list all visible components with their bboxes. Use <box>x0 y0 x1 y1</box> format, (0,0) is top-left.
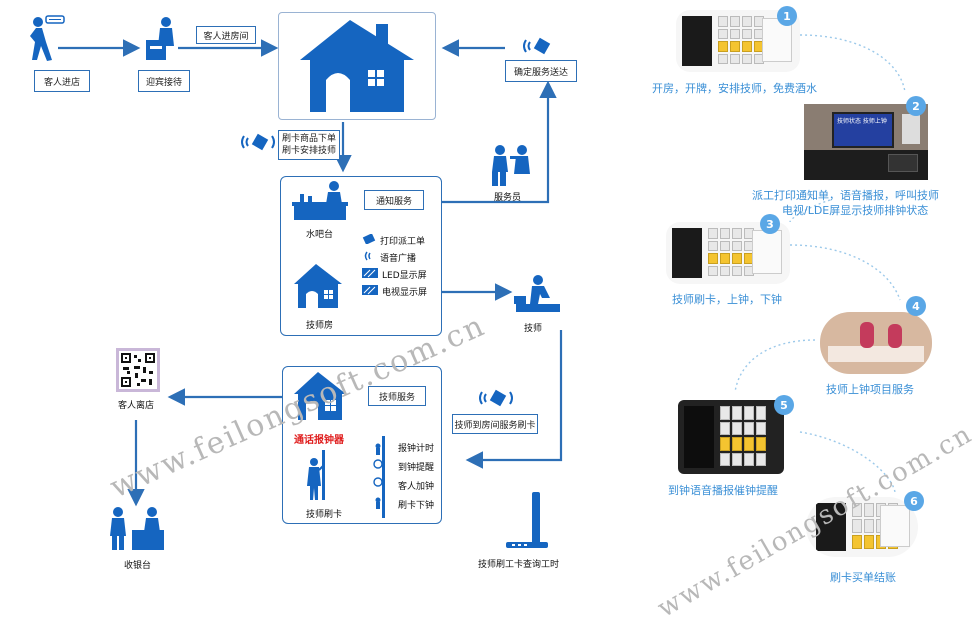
step-caption: 技师刷卡，上钟，下钟 <box>672 293 782 306</box>
cashier-icon <box>110 507 164 550</box>
main-house-frame <box>278 12 436 120</box>
bed <box>828 346 924 362</box>
guest-into-room-label: 客人进房间 <box>203 31 249 42</box>
tech-item-swipe-off: 刷卡下钟 <box>398 501 435 511</box>
step-caption: 到钟语音播报催钟提醒 <box>668 484 778 497</box>
step-badge: 5 <box>774 395 794 415</box>
qr-code-pattern <box>119 351 157 389</box>
voice-icon <box>364 251 371 261</box>
tv-screen-text: 技师状态 技师上钟 <box>837 118 887 125</box>
swipe-order-line2: 刷卡安排技师 <box>281 146 336 156</box>
guest-into-room-box: 客人进房间 <box>196 26 256 44</box>
print-icon <box>362 234 376 244</box>
step-caption: 开房，开牌，安排技师，免费酒水 <box>652 82 817 95</box>
tech-room-label: 技师房 <box>306 321 334 331</box>
technician-icon <box>514 275 560 312</box>
notify-service-box: 通知服务 <box>364 190 424 210</box>
guest-enter-label: 客人进店 <box>43 77 80 88</box>
reception-desk-icon <box>146 17 174 60</box>
tech-items-bracket <box>373 436 385 518</box>
step-caption: 技师上钟项目服务 <box>826 383 914 396</box>
tech-swipe-person-icon <box>307 450 325 500</box>
action-voice-label: 语音广播 <box>380 254 417 264</box>
confirm-service-box: 确定服务送达 <box>505 60 577 82</box>
step-caption: 电视/LDE屏显示技师排钟状态 <box>782 204 929 217</box>
led-screen-icon <box>362 268 378 278</box>
therapist <box>888 324 902 348</box>
tv-room-image: 技师状态 技师上钟 <box>804 104 928 180</box>
tech-swipe-label: 技师刷卡 <box>306 510 343 520</box>
wall-tv-screen: 技师状态 技师上钟 <box>832 112 894 148</box>
bar-label: 水吧台 <box>306 230 334 240</box>
tech-query-label: 技师刷工卡查询工时 <box>478 560 560 570</box>
step-caption: 派工打印通知单，语音播报，呼叫技师 <box>752 189 939 202</box>
cashier-label: 收银台 <box>124 561 152 571</box>
guest-walking-icon <box>30 15 65 61</box>
card-wave-icon <box>479 389 513 407</box>
terminal-device-image <box>806 497 918 557</box>
tech-item-reminder: 到钟提醒 <box>398 463 435 473</box>
action-led-label: LED显示屏 <box>382 271 427 281</box>
technician-label: 技师 <box>524 324 543 334</box>
phone-report-device-label: 通话报钟器 <box>294 435 344 446</box>
step-badge: 2 <box>906 96 926 116</box>
house-icon <box>300 20 414 112</box>
action-tv-label: 电视显示屏 <box>382 288 428 298</box>
card-wave-icon <box>523 37 551 55</box>
reception-label: 迎宾接待 <box>145 77 182 88</box>
tech-service-house-icon <box>294 372 346 420</box>
confirm-service-label: 确定服务送达 <box>513 67 568 78</box>
tv-screen-icon <box>362 285 378 295</box>
kiosk-icon <box>506 492 548 548</box>
waiter-icon <box>492 145 530 186</box>
step-caption: 刷卡买单结账 <box>830 571 896 584</box>
terminal-device-image <box>666 222 790 284</box>
tech-room-house-icon <box>294 264 342 308</box>
guest-enter-box: 客人进店 <box>34 70 90 92</box>
bar-counter-icon <box>292 181 348 220</box>
massage-room-image <box>820 312 932 374</box>
qr-code <box>116 348 160 392</box>
tech-service-label: 技师服务 <box>378 392 415 403</box>
step-badge: 6 <box>904 491 924 511</box>
swipe-order-line1: 刷卡商品下单 <box>281 134 336 144</box>
tech-item-extend: 客人加钟 <box>398 482 435 492</box>
therapist <box>860 322 874 348</box>
tech-room-swipe-label: 技师到房间服务刷卡 <box>454 420 536 431</box>
terminal-device-image <box>678 400 784 474</box>
step-badge: 1 <box>777 6 797 26</box>
printer <box>888 154 918 172</box>
step-badge: 3 <box>760 214 780 234</box>
tech-item-timing: 报钟计时 <box>398 444 435 454</box>
card-wave-icon <box>241 133 275 151</box>
reception-box: 迎宾接待 <box>138 70 190 92</box>
tech-room-swipe-box: 技师到房间服务刷卡 <box>452 414 538 434</box>
tech-service-box: 技师服务 <box>368 386 426 406</box>
guest-leave-label: 客人离店 <box>118 401 155 411</box>
swipe-order-box: 刷卡商品下单 刷卡安排技师 <box>278 130 340 160</box>
speaker <box>902 114 920 144</box>
waiter-label: 服务员 <box>494 193 522 203</box>
notify-service-label: 通知服务 <box>375 196 412 207</box>
step-badge: 4 <box>906 296 926 316</box>
action-print-label: 打印派工单 <box>380 237 426 247</box>
